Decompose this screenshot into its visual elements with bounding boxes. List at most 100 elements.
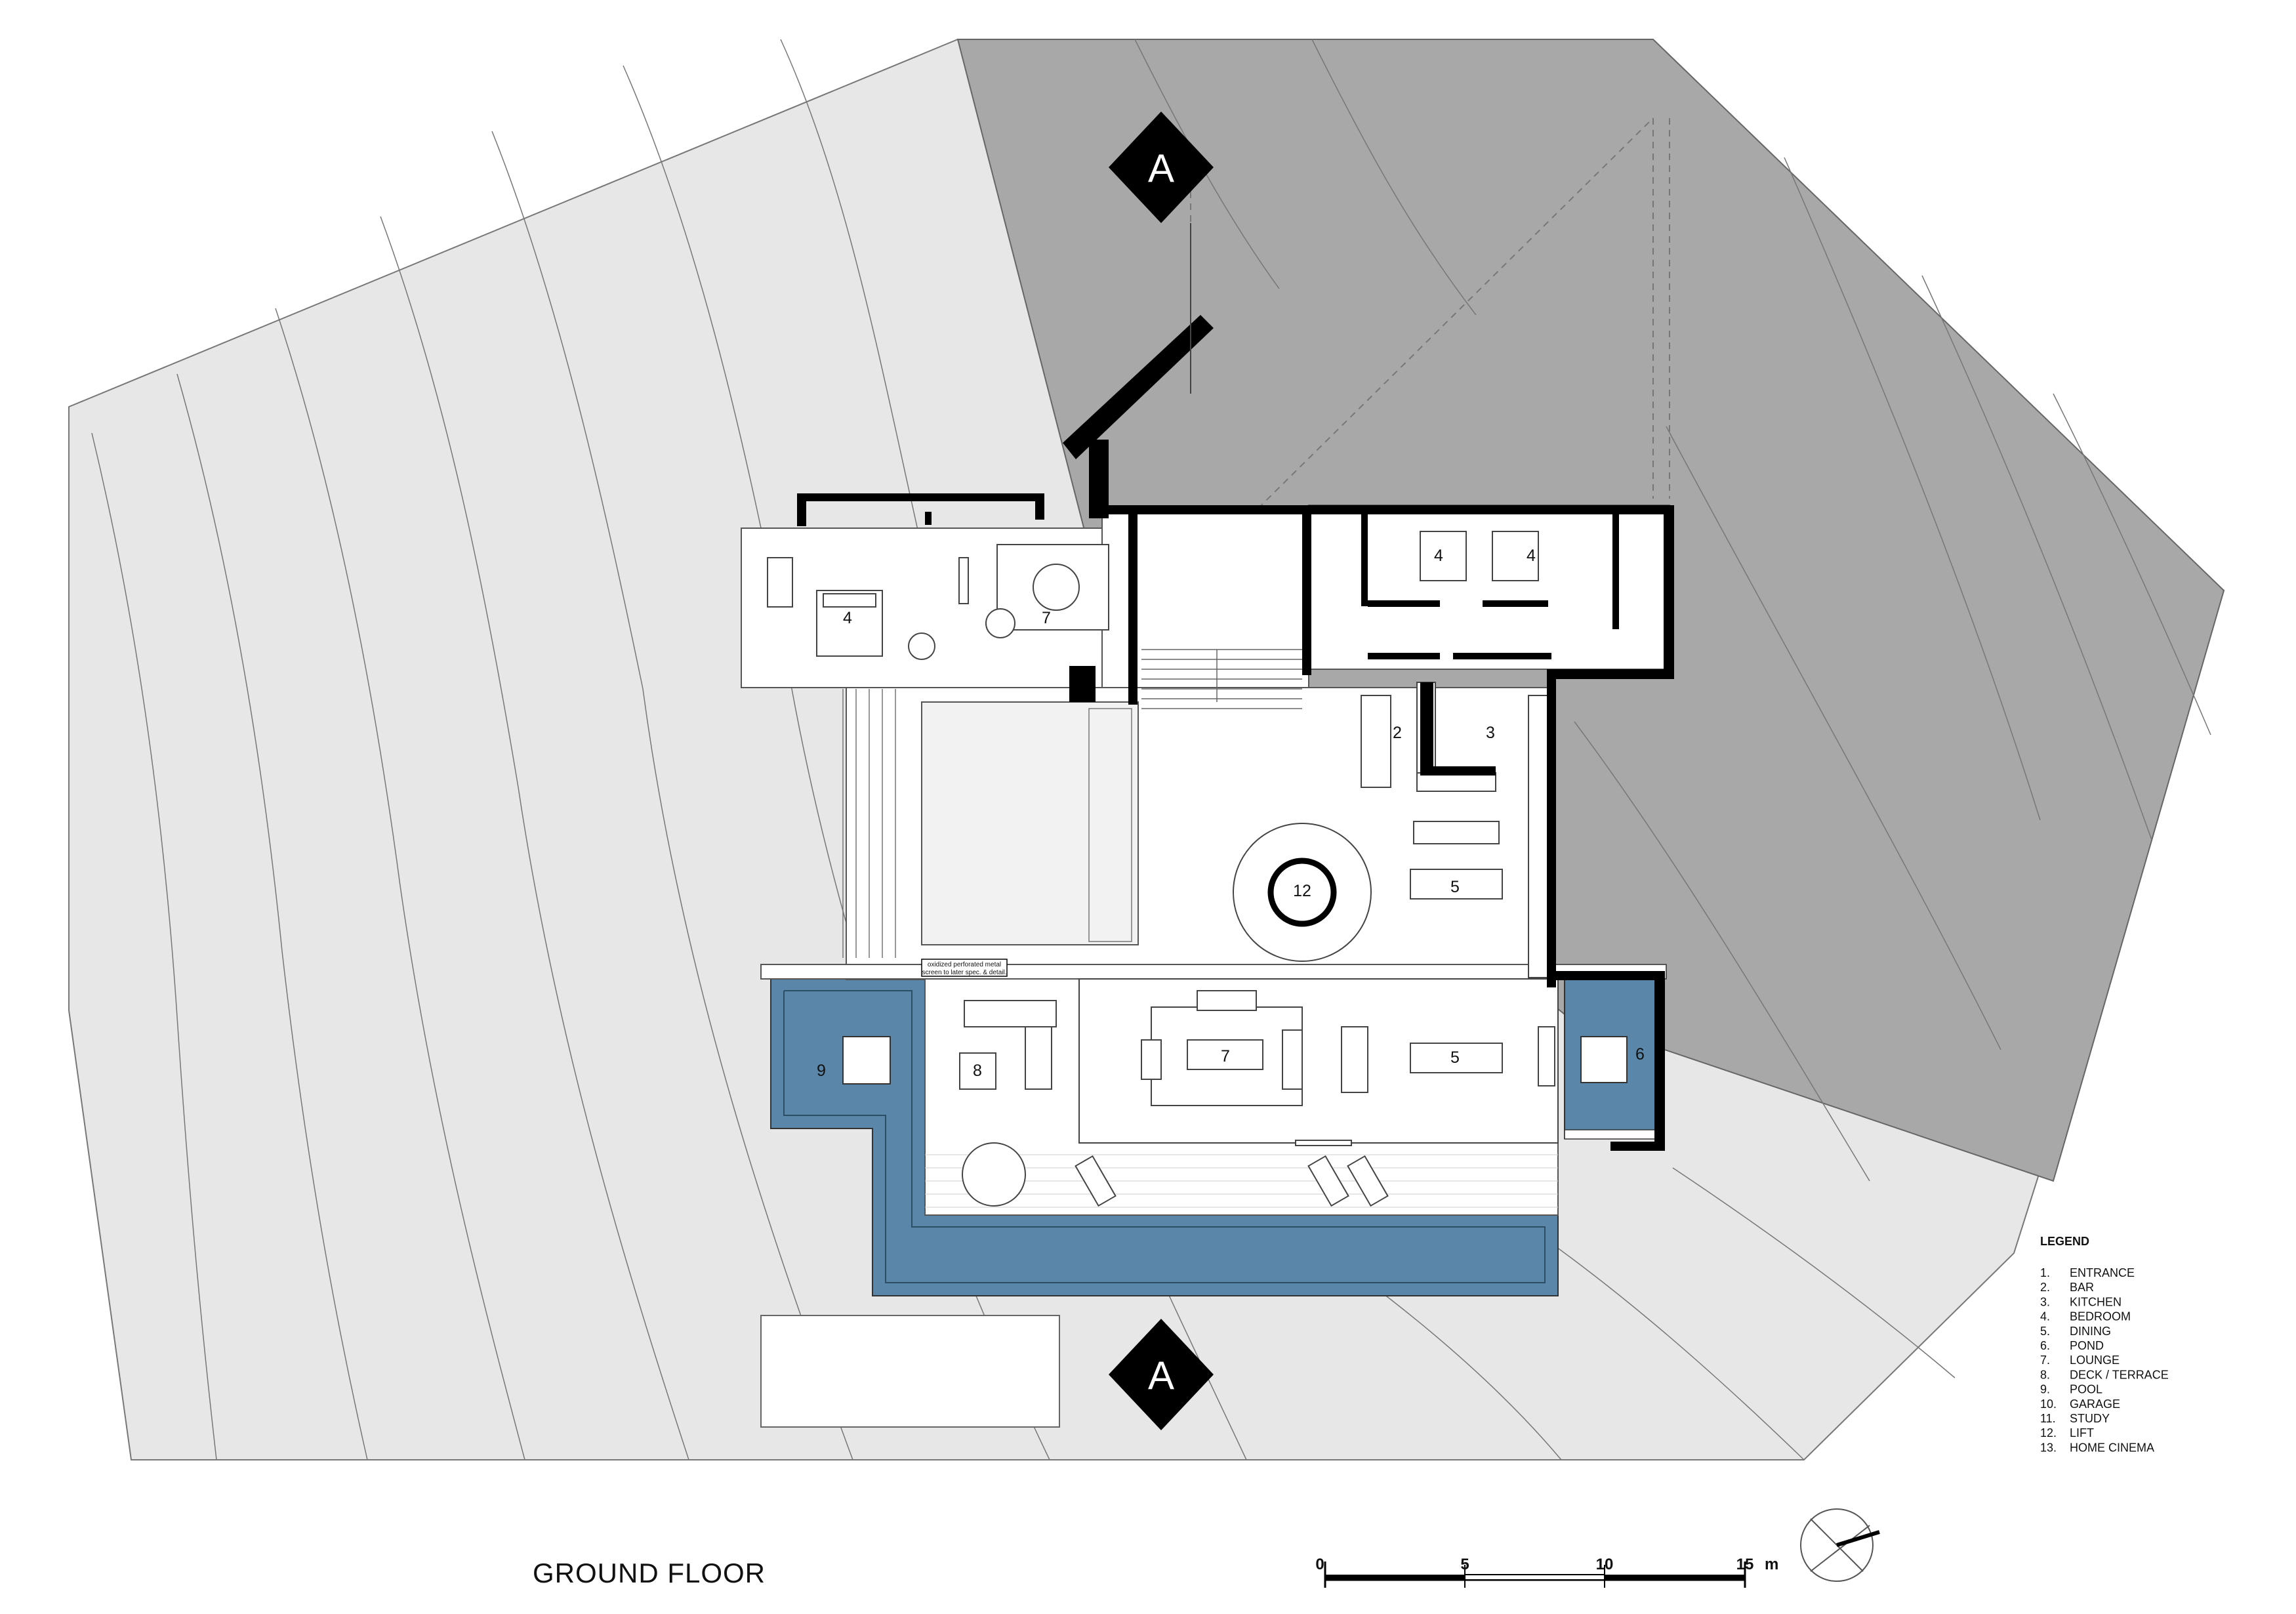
screen-note-line2: screen to later spec. & detail. (922, 969, 1007, 976)
legend-item-number: 10. (2040, 1397, 2057, 1411)
legend-item-label: DECK / TERRACE (2070, 1368, 2169, 1381)
coffee-table (1033, 564, 1080, 611)
legend-item-label: KITCHEN (2070, 1295, 2122, 1308)
pond-edge (1564, 1129, 1657, 1140)
section-marker-bottom: A (1109, 1319, 1214, 1430)
legend-item-label: ENTRANCE (2070, 1266, 2135, 1279)
bed-a (1420, 531, 1467, 581)
pond-column (1580, 1036, 1628, 1083)
room-label-lift: 12 (1293, 882, 1311, 900)
section-marker-label: A (1148, 146, 1174, 190)
entrance-stair (1141, 649, 1302, 709)
contour-lines-dark (1134, 39, 2211, 1182)
dining-table-inner (1410, 869, 1503, 900)
legend-item-label: GARAGE (2070, 1397, 2120, 1411)
lounge-sofa-right (1282, 1029, 1303, 1090)
room-label-pool: 9 (817, 1062, 826, 1080)
section-marker-top: A (1109, 112, 1214, 394)
sun-lounger (1307, 1155, 1349, 1207)
room-label-master-bedroom: 4 (843, 609, 852, 627)
pool-column (842, 1036, 891, 1085)
legend-item-label: POND (2070, 1339, 2104, 1352)
scale-tick-15: 15 (1736, 1556, 1754, 1573)
sun-lounger (1075, 1155, 1117, 1207)
kitchen-island (1413, 821, 1500, 844)
desk (958, 557, 969, 604)
scale-bar: 0 5 10 15 m (1315, 1556, 1778, 1588)
screen-note-line1: oxidized perforated metal (928, 961, 1001, 968)
legend-items: 1. ENTRANCE 2. BAR 3. KITCHEN 4. BEDROOM 5. DININ… (2040, 1266, 2169, 1454)
armchair (908, 632, 935, 660)
room-label-pond: 6 (1635, 1045, 1645, 1064)
fireplace (1341, 1026, 1368, 1093)
legend-item-number: 5. (2040, 1325, 2050, 1338)
courtyard-pool (921, 701, 1139, 945)
sun-lounger (1347, 1155, 1389, 1207)
bathtub (767, 557, 793, 608)
legend-item-number: 4. (2040, 1310, 2050, 1323)
angled-entry-wall (1063, 315, 1214, 459)
deck-sofa (964, 1000, 1057, 1027)
walls (797, 315, 1674, 1151)
furniture (767, 531, 1555, 1207)
legend-item-label: DINING (2070, 1325, 2111, 1338)
legend-item-number: 9. (2040, 1383, 2050, 1396)
room-label-bar: 2 (1393, 724, 1402, 742)
legend-item-label: STUDY (2070, 1412, 2110, 1425)
lounge-sofa-left (1141, 1039, 1162, 1080)
legend-item-label: BEDROOM (2070, 1310, 2131, 1323)
legend-item-number: 8. (2040, 1368, 2050, 1381)
console (1538, 1026, 1555, 1086)
kitchen-counter-bottom (1416, 772, 1496, 792)
legend-item-label: LIFT (2070, 1426, 2094, 1439)
water-features (770, 977, 1657, 1296)
courtyard-pool-edge (1088, 708, 1132, 942)
dining-table-outer (1410, 1043, 1503, 1073)
legend-item-number: 2. (2040, 1281, 2050, 1294)
deck-table (959, 1052, 996, 1090)
screen-note: oxidized perforated metal screen to late… (921, 959, 1008, 977)
lift-shaft (1267, 858, 1337, 927)
outdoor-dining-table (962, 1142, 1026, 1207)
room-label-bedroom-a: 4 (1434, 547, 1443, 565)
scale-unit: m (1765, 1556, 1778, 1573)
deck-sofa-side (1025, 1026, 1052, 1090)
room-label-kitchen: 3 (1486, 724, 1495, 742)
legend: LEGEND 1.ENTRANCE2.BAR3.KITCHEN4.BEDROOM… (2040, 1235, 2169, 1454)
legend-item-number: 12. (2040, 1426, 2057, 1439)
legend-item-label: BAR (2070, 1281, 2094, 1294)
room-label-dining-inner: 5 (1450, 878, 1460, 896)
master-bed-pillows (823, 593, 876, 608)
legend-item-number: 6. (2040, 1339, 2050, 1352)
scale-tick-10: 10 (1596, 1556, 1614, 1573)
legend-item-number: 7. (2040, 1354, 2050, 1367)
pool-inner-edge (783, 990, 1546, 1283)
garage-slab (760, 1315, 1060, 1428)
bar-counter (1361, 695, 1391, 788)
legend-item-number: 3. (2040, 1295, 2050, 1308)
legend-item-number: 13. (2040, 1441, 2057, 1454)
legend-item-number: 1. (2040, 1266, 2050, 1279)
room-labels: 4 7 4 4 2 3 12 5 8 7 5 9 6 (817, 547, 1645, 1080)
room-label-master-lounge: 7 (1042, 609, 1051, 627)
armchair (985, 608, 1015, 638)
section-marker-label: A (1148, 1354, 1174, 1397)
room-label-bedroom-b: 4 (1527, 547, 1536, 565)
scale-tick-5: 5 (1460, 1556, 1469, 1573)
kitchen-east-counter (1528, 695, 1549, 978)
room-label-lounge: 7 (1221, 1047, 1230, 1066)
lounge-coffee-table (1187, 1039, 1263, 1070)
room-label-dining-outer: 5 (1450, 1048, 1460, 1067)
drawing-title: GROUND FLOOR (533, 1558, 766, 1588)
north-arrow-icon (1800, 1508, 1880, 1582)
room-label-deck: 8 (973, 1062, 982, 1080)
legend-item-label: POOL (2070, 1383, 2102, 1396)
bed-b (1492, 531, 1539, 581)
legend-item-number: 11. (2040, 1412, 2056, 1425)
scale-tick-0: 0 (1315, 1556, 1324, 1573)
lounge-sofa-top (1197, 990, 1257, 1011)
glass-rail (1295, 1140, 1352, 1146)
west-terrace-steps (842, 689, 896, 958)
legend-item-label: LOUNGE (2070, 1354, 2120, 1367)
